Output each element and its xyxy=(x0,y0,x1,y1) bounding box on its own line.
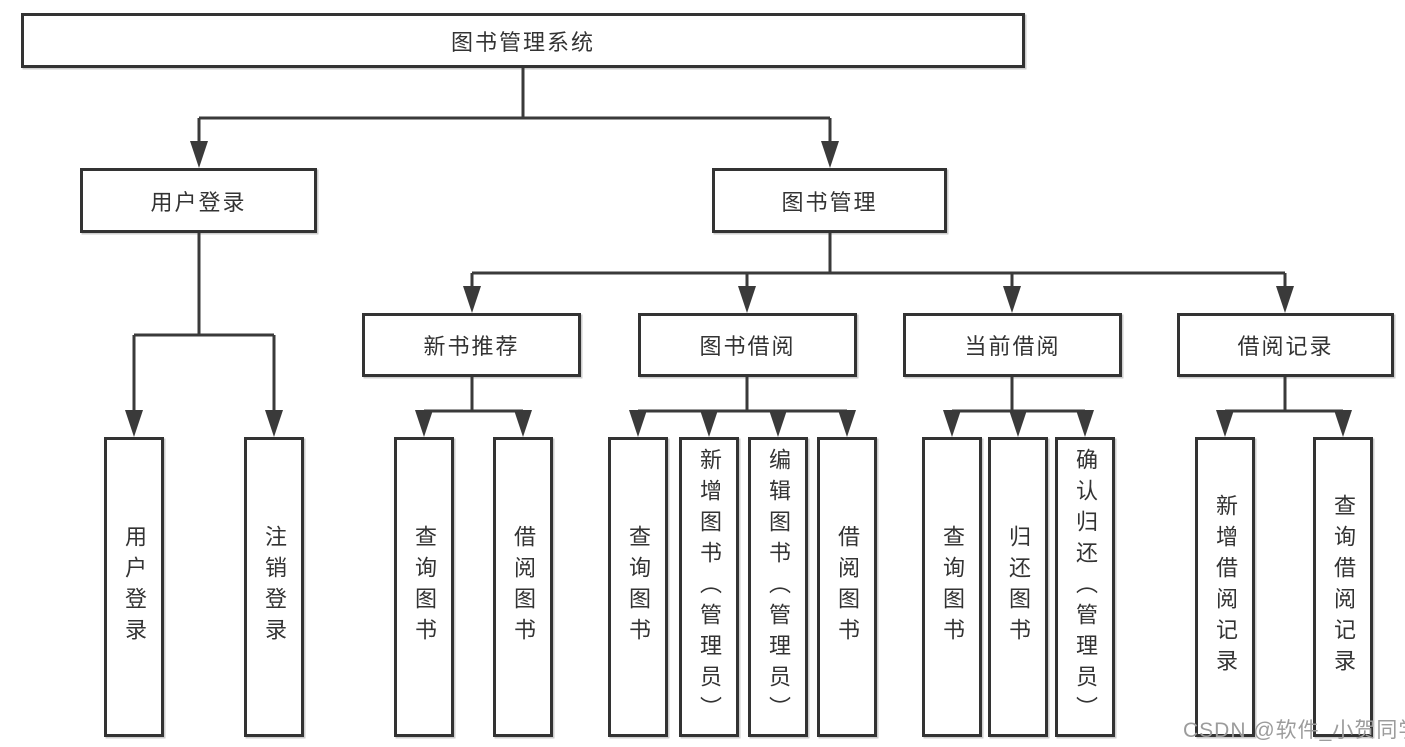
leaf-borrow-query-label: 查询图书 xyxy=(626,525,651,649)
leaf-add-record-label: 新增借阅记录 xyxy=(1213,494,1238,680)
leaf-add-record: 新增借阅记录 xyxy=(1195,437,1255,737)
node-current-borrow: 当前借阅 xyxy=(903,313,1122,377)
leaf-newbooks-query-label: 查询图书 xyxy=(412,525,437,649)
leaf-newbooks-query: 查询图书 xyxy=(394,437,454,737)
node-borrow-records: 借阅记录 xyxy=(1177,313,1394,377)
leaf-borrow-book-label: 借阅图书 xyxy=(835,525,860,649)
node-new-book-recommend: 新书推荐 xyxy=(362,313,581,377)
leaf-return-book-label: 归还图书 xyxy=(1006,525,1031,649)
leaf-query-record-label: 查询借阅记录 xyxy=(1331,494,1356,680)
node-current-borrow-label: 当前借阅 xyxy=(964,334,1061,359)
node-user-login-label: 用户登录 xyxy=(150,189,247,215)
leaf-user-login-label: 用户登录 xyxy=(122,525,147,649)
leaf-query-record: 查询借阅记录 xyxy=(1313,437,1373,737)
node-book-management: 图书管理 xyxy=(712,168,947,233)
leaf-confirm-return-admin-label: 确认归还（管理员） xyxy=(1073,447,1098,727)
leaf-borrow-add-admin-label: 新增图书（管理员） xyxy=(697,447,722,727)
leaf-current-query: 查询图书 xyxy=(922,437,982,737)
leaf-borrow-add-admin: 新增图书（管理员） xyxy=(679,437,739,737)
leaf-newbooks-borrow-label: 借阅图书 xyxy=(511,525,536,649)
leaf-current-query-label: 查询图书 xyxy=(940,525,965,649)
leaf-borrow-query: 查询图书 xyxy=(608,437,668,737)
leaf-logout-label: 注销登录 xyxy=(262,525,287,649)
node-new-book-recommend-label: 新书推荐 xyxy=(423,334,520,359)
leaf-borrow-edit-admin-label: 编辑图书（管理员） xyxy=(766,447,791,727)
node-root-label: 图书管理系统 xyxy=(450,29,595,55)
node-book-borrow-label: 图书借阅 xyxy=(699,334,796,359)
leaf-newbooks-borrow: 借阅图书 xyxy=(493,437,553,737)
leaf-borrow-book: 借阅图书 xyxy=(817,437,877,737)
node-user-login: 用户登录 xyxy=(80,168,317,233)
leaf-borrow-edit-admin: 编辑图书（管理员） xyxy=(748,437,808,737)
leaf-return-book: 归还图书 xyxy=(988,437,1048,737)
node-book-borrow: 图书借阅 xyxy=(638,313,857,377)
leaf-logout: 注销登录 xyxy=(244,437,304,737)
node-root-system: 图书管理系统 xyxy=(21,13,1025,68)
leaf-confirm-return-admin: 确认归还（管理员） xyxy=(1055,437,1115,737)
node-book-management-label: 图书管理 xyxy=(781,189,878,215)
csdn-watermark: CSDN @软件_小贺同学 xyxy=(1183,719,1405,742)
node-borrow-records-label: 借阅记录 xyxy=(1237,334,1334,359)
leaf-user-login: 用户登录 xyxy=(104,437,164,737)
